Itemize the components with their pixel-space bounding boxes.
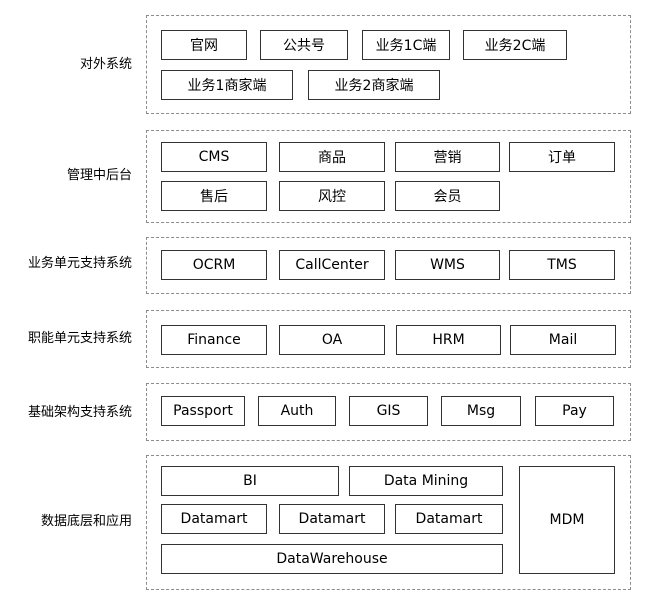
node-datamart-2: Datamart (279, 504, 385, 534)
node-biz1-merchant: 业务1商家端 (161, 70, 293, 100)
node-after-sales: 售后 (161, 181, 267, 211)
layer-label-infrastructure: 基础架构支持系统 (27, 405, 132, 420)
node-hrm: HRM (396, 325, 501, 355)
layer-business-support: OCRM CallCenter WMS TMS (146, 237, 631, 294)
node-cms: CMS (161, 142, 267, 172)
node-callcenter: CallCenter (279, 250, 385, 280)
node-ocrm: OCRM (161, 250, 267, 280)
node-mail: Mail (510, 325, 616, 355)
node-biz2-merchant: 业务2商家端 (308, 70, 440, 100)
layer-function-support: Finance OA HRM Mail (146, 310, 631, 368)
node-msg: Msg (441, 396, 521, 426)
layer-admin: CMS 商品 营销 订单 售后 风控 会员 (146, 130, 631, 223)
node-biz1-c: 业务1C端 (362, 30, 450, 60)
node-data-mining: Data Mining (349, 466, 503, 496)
node-wms: WMS (395, 250, 500, 280)
node-bi: BI (161, 466, 339, 496)
node-oa: OA (279, 325, 385, 355)
node-public-account: 公共号 (260, 30, 348, 60)
node-passport: Passport (161, 396, 245, 426)
layer-external: 官网 公共号 业务1C端 业务2C端 业务1商家端 业务2商家端 (146, 15, 631, 114)
node-product: 商品 (279, 142, 385, 172)
layer-infrastructure: Passport Auth GIS Msg Pay (146, 383, 631, 441)
node-finance: Finance (161, 325, 267, 355)
node-auth: Auth (258, 396, 336, 426)
layer-data: BI Data Mining Datamart Datamart Datamar… (146, 455, 631, 590)
node-member: 会员 (395, 181, 500, 211)
layer-label-business-support: 业务单元支持系统 (27, 256, 132, 271)
layer-label-data: 数据底层和应用 (40, 514, 132, 529)
node-pay: Pay (535, 396, 614, 426)
node-gis: GIS (349, 396, 428, 426)
node-datamart-1: Datamart (161, 504, 267, 534)
node-mdm: MDM (519, 466, 615, 574)
node-biz2-c: 业务2C端 (463, 30, 567, 60)
node-official-site: 官网 (161, 30, 247, 60)
node-order: 订单 (509, 142, 615, 172)
layer-label-admin: 管理中后台 (66, 168, 132, 183)
node-tms: TMS (509, 250, 615, 280)
layer-label-external: 对外系统 (79, 57, 132, 72)
layer-label-function-support: 职能单元支持系统 (27, 331, 132, 346)
node-risk-control: 风控 (279, 181, 385, 211)
node-marketing: 营销 (395, 142, 500, 172)
node-datawarehouse: DataWarehouse (161, 544, 503, 574)
node-datamart-3: Datamart (395, 504, 503, 534)
